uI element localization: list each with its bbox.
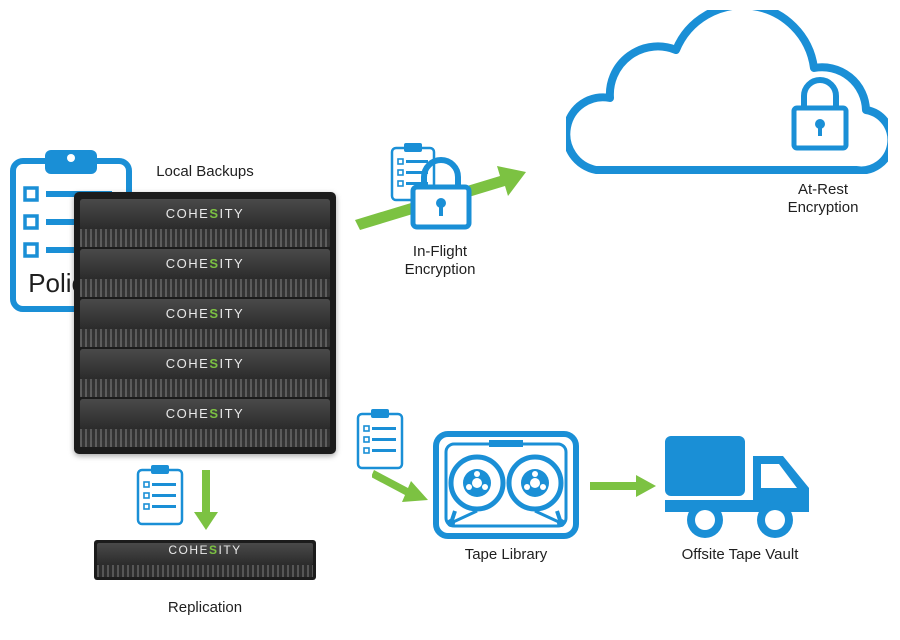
vault-arrow-icon xyxy=(590,475,656,497)
server-unit-4: COHESITY xyxy=(80,349,330,397)
server-unit-5: COHESITY xyxy=(80,399,330,447)
cohesity-logo: COHESITY xyxy=(168,543,242,557)
local-backups-label: Local Backups xyxy=(156,163,254,180)
lock-icon xyxy=(410,157,472,230)
cohesity-logo: COHESITY xyxy=(165,206,245,221)
tape-library-label: Tape Library xyxy=(464,546,548,563)
replication-arrow-icon xyxy=(194,470,218,530)
tape-arrow-icon xyxy=(372,470,428,502)
cohesity-logo: COHESITY xyxy=(165,256,245,271)
offsite-tape-vault-label: Offsite Tape Vault xyxy=(681,546,799,563)
replication-label: Replication xyxy=(167,599,243,616)
replication-server-unit: COHESITY xyxy=(94,540,316,580)
tape-library-icon xyxy=(433,431,579,539)
clipboard-icon xyxy=(356,409,404,470)
in-flight-encryption-label: In-Flight Encryption xyxy=(404,243,476,278)
at-rest-encryption-label: At-Rest Encryption xyxy=(787,181,859,216)
cohesity-logo: COHESITY xyxy=(165,406,245,421)
cohesity-logo: COHESITY xyxy=(165,306,245,321)
server-unit-1: COHESITY xyxy=(80,199,330,247)
cohesity-logo: COHESITY xyxy=(165,356,245,371)
server-unit-2: COHESITY xyxy=(80,249,330,297)
clipboard-icon xyxy=(136,465,184,526)
server-unit-3: COHESITY xyxy=(80,299,330,347)
cloud-icon xyxy=(566,10,888,174)
truck-icon xyxy=(665,436,809,538)
